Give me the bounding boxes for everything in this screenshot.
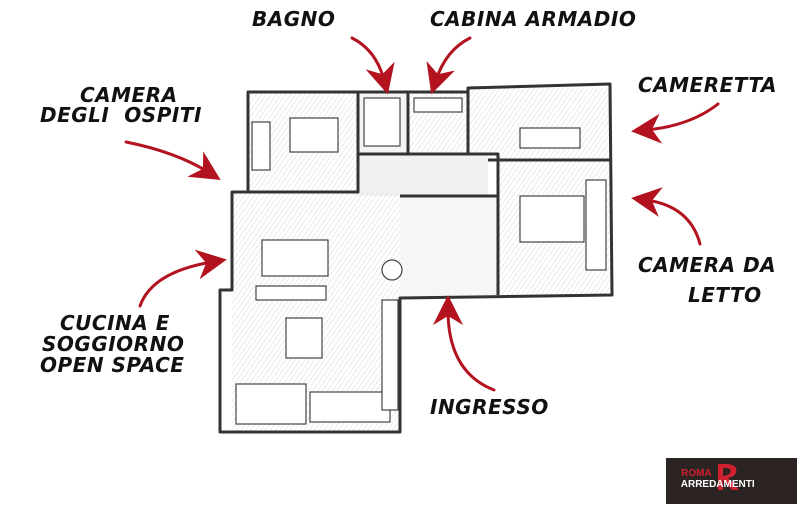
plant	[381, 259, 403, 281]
logo-r-mark	[718, 464, 739, 490]
outer-wall	[218, 82, 614, 434]
arrow-ingresso	[433, 295, 496, 392]
label-ingresso: INGRESSO	[430, 395, 549, 419]
inner-wall-guest	[248, 92, 360, 194]
label-cameretta: CAMERETTA	[638, 73, 777, 97]
label-cucina-line2: SOGGIORNO	[42, 332, 185, 356]
walls	[218, 82, 614, 434]
label-camera-da-letto-line1: CAMERA DA	[638, 253, 777, 277]
tv-unit	[255, 285, 327, 301]
label-cucina-line3: OPEN SPACE	[40, 353, 185, 377]
logo-text-roma: ROMA	[681, 468, 712, 479]
kids-desk	[519, 127, 581, 149]
logo-text-arredamenti: ARREDAMENTI	[680, 479, 755, 490]
label-bagno: BAGNO	[252, 7, 336, 31]
arrow-camera-ospiti	[124, 140, 221, 180]
arrow-camera-da-letto	[631, 187, 702, 246]
arrow-bagno	[350, 36, 395, 95]
guest-bed	[289, 117, 339, 153]
kitchen-counter	[235, 383, 307, 425]
entry-cabinet	[381, 299, 399, 411]
arrow-cameretta	[631, 102, 720, 144]
sofa	[261, 239, 329, 277]
inner-wall-hall	[358, 152, 500, 196]
kids-room-floor	[468, 88, 610, 160]
arrow-cabina-armadio	[426, 36, 472, 95]
label-camera-da-letto-line2: LETTO	[688, 283, 762, 307]
logo-text: ROMA ARREDAMENTI	[670, 457, 755, 501]
kitchen-island	[309, 391, 391, 423]
arrow-cucina	[138, 249, 227, 308]
entrance-floor	[400, 196, 498, 296]
pointer-arrows	[124, 36, 720, 392]
label-cabina-armadio: CABINA ARMADIO	[430, 7, 637, 31]
brand-logo: ROMA ARREDAMENTI	[666, 458, 797, 504]
label-cucina-line1: CUCINA E	[60, 311, 170, 335]
label-camera-ospiti-line2: DEGLI OSPITI	[40, 103, 202, 127]
shower	[363, 97, 401, 147]
label-camera-ospiti-line1: CAMERA	[80, 83, 178, 107]
double-bed	[519, 195, 585, 243]
dining-table	[285, 317, 323, 359]
furniture	[235, 97, 607, 425]
guest-wardrobe	[251, 121, 271, 171]
bedroom-wardrobe	[585, 179, 607, 271]
closet-shelves	[413, 97, 463, 113]
hallway-floor	[358, 154, 488, 196]
